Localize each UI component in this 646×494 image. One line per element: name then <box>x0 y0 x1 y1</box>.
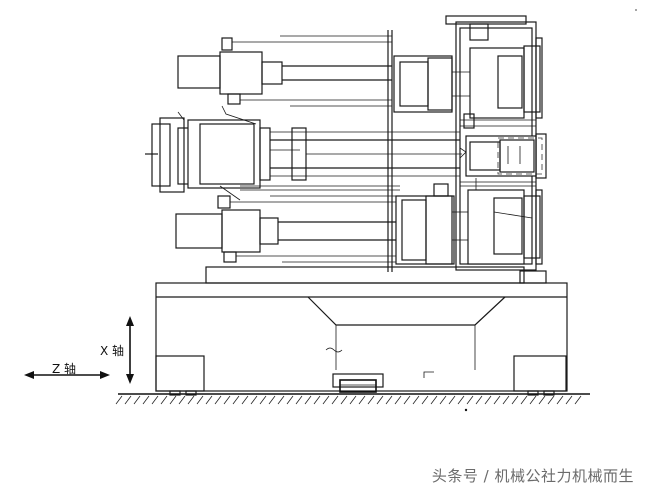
ground-hatch-line <box>511 395 519 405</box>
ground-hatch-line <box>394 395 402 405</box>
ground-hatch-line <box>187 395 195 405</box>
ground <box>115 393 590 405</box>
ground-hatch-line <box>169 395 177 405</box>
ground-hatch-line <box>268 395 276 405</box>
ground-hatch-line <box>295 395 303 405</box>
ground-hatch-line <box>160 395 168 405</box>
ground-hatch-line <box>223 395 231 405</box>
ground-hatch-line <box>178 395 186 405</box>
ground-hatch-line <box>493 395 501 405</box>
z-axis-label: Z 轴 <box>52 362 77 376</box>
ground-hatch-line <box>133 395 141 405</box>
ground-hatch-line <box>124 395 132 405</box>
ground-hatch-line <box>439 395 447 405</box>
ground-hatch-line <box>421 395 429 405</box>
upper-spindle <box>177 35 392 107</box>
ground-hatch-line <box>457 395 465 405</box>
ground-hatch-line <box>565 395 573 405</box>
ground-hatch-line <box>313 395 321 405</box>
ground-hatch-line <box>448 395 456 405</box>
turret-column <box>387 15 547 272</box>
ground-hatch-line <box>385 395 393 405</box>
ground-hatch-line <box>556 395 564 405</box>
ground-hatch-line <box>367 395 375 405</box>
ground-hatch-line <box>520 395 528 405</box>
watermark: 头条号 / 机械公社力机械而生 <box>431 467 634 485</box>
z-axis-arrow <box>24 371 110 379</box>
lower-spindle <box>175 185 400 263</box>
ground-hatch-line <box>142 395 150 405</box>
ground-hatch-line <box>403 395 411 405</box>
ground-hatch-line <box>259 395 267 405</box>
ground-hatch-line <box>529 395 537 405</box>
ground-hatch-line <box>475 395 483 405</box>
ground-hatch-line <box>538 395 546 405</box>
ground-hatch-line <box>250 395 258 405</box>
ground-hatch-line <box>241 395 249 405</box>
ground-hatch-line <box>376 395 384 405</box>
ground-hatch-line <box>151 395 159 405</box>
ground-hatch-line <box>277 395 285 405</box>
ground-hatch-line <box>358 395 366 405</box>
ground-hatch-line <box>286 395 294 405</box>
main-spindle <box>145 105 462 201</box>
ground-hatch-line <box>574 395 582 405</box>
ground-hatch-line <box>232 395 240 405</box>
ground-hatch-line <box>322 395 330 405</box>
x-axis-label: X 轴 <box>100 344 125 358</box>
machine-base <box>155 266 568 396</box>
ground-hatch-line <box>349 395 357 405</box>
ground-hatch-line <box>304 395 312 405</box>
ground-hatch-line <box>466 395 474 405</box>
ground-hatch-line <box>484 395 492 405</box>
ground-hatch-line <box>430 395 438 405</box>
ground-hatch-line <box>547 395 555 405</box>
ground-hatch-line <box>214 395 222 405</box>
ground-hatch-line <box>340 395 348 405</box>
ground-hatch-line <box>205 395 213 405</box>
ground-hatch-line <box>412 395 420 405</box>
ground-hatch-line <box>331 395 339 405</box>
x-axis-arrow <box>126 316 134 384</box>
ground-hatch-line <box>196 395 204 405</box>
ground-hatch-line <box>115 395 123 405</box>
ground-hatch-line <box>502 395 510 405</box>
